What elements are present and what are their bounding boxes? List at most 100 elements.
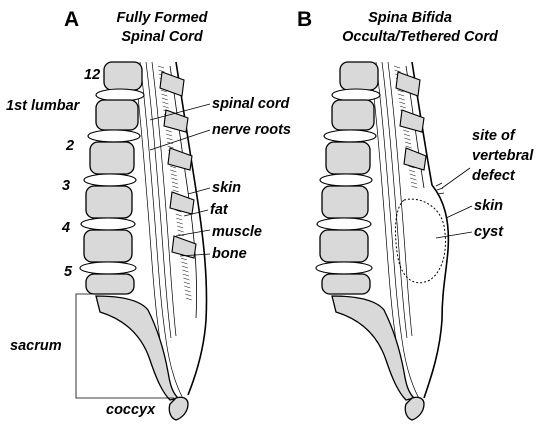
panel-a: A Fully Formed Spinal Cord (6, 8, 291, 421)
muscle-hatch-line (408, 165, 415, 169)
muscle-hatch-line (172, 185, 179, 189)
muscle-hatch-line (161, 97, 168, 101)
muscle-hatch-line (180, 257, 188, 261)
disc (79, 261, 137, 275)
muscle-hatch-line (393, 65, 401, 69)
disc (331, 88, 381, 102)
panel-b-spinous-processes (395, 71, 427, 171)
muscle-hatch-line (185, 297, 192, 301)
label-defect-line3: defect (472, 168, 516, 184)
panel-b-title-line2: Occulta/Tethered Cord (342, 29, 499, 45)
muscle-hatch-line (161, 93, 168, 97)
label-skin: skin (212, 180, 241, 196)
muscle-hatch-line (410, 177, 417, 181)
label-skin-b: skin (474, 198, 503, 214)
disc (83, 173, 137, 187)
label-vertebra-12: 12 (84, 67, 100, 83)
leader-cyst (435, 231, 473, 239)
panel-b: B Spina Bifida Occulta/Tethered Cord (297, 8, 534, 421)
muscle-hatch-line (404, 137, 411, 141)
panel-b-letter: B (297, 8, 312, 31)
muscle-hatch-line (177, 229, 184, 233)
vertebra-l1 (95, 99, 139, 131)
panel-b-title-line1: Spina Bifida (368, 10, 452, 26)
muscle-hatch-line (158, 69, 165, 73)
muscle-hatch-line (171, 181, 178, 185)
disc (323, 129, 377, 143)
label-first-lumbar: 1st lumbar (6, 98, 81, 114)
muscle-hatch-line (182, 273, 189, 277)
panel-a-spinous-processes (159, 71, 197, 259)
muscle-hatch-line (184, 289, 191, 293)
disc (80, 217, 136, 231)
label-vertebra-4: 4 (61, 220, 70, 236)
panel-a-fat-layer (169, 65, 197, 319)
muscle-hatch-line (398, 97, 405, 101)
muscle-hatch-line (166, 137, 173, 141)
label-nerve-roots: nerve roots (212, 122, 291, 138)
muscle-hatch-line (405, 145, 412, 149)
label-muscle: muscle (212, 224, 262, 240)
muscle-hatch-line (157, 65, 165, 69)
muscle-hatch-line (165, 129, 172, 133)
hair-tuft-icon (435, 182, 445, 195)
vertebra (321, 273, 371, 295)
muscle-hatch-line (399, 101, 406, 105)
label-vertebra-5: 5 (64, 264, 73, 280)
panel-a-title-line1: Fully Formed (116, 10, 208, 26)
muscle-hatch-line (410, 181, 417, 185)
muscle-hatch-line (181, 265, 189, 269)
leader-defect (441, 167, 471, 189)
vertebra (331, 99, 375, 131)
coccyx-bone (168, 396, 189, 421)
muscle-hatch-line (397, 89, 404, 93)
panel-a-spinal-cord (139, 61, 185, 401)
muscle-hatch-line (411, 185, 418, 189)
panel-b-cyst (395, 198, 446, 284)
panel-b-vertebral-column (315, 61, 425, 421)
panel-a-title-line2: Spinal Cord (121, 29, 204, 45)
vertebra-t12 (103, 61, 143, 91)
panel-b-coccyx-bone (404, 396, 425, 421)
muscle-hatch-line (409, 173, 416, 177)
vertebra-l3 (85, 185, 133, 219)
muscle-hatch-line (177, 225, 184, 229)
leader-nerve-roots (149, 129, 211, 151)
vertebra-l4 (83, 229, 133, 263)
label-fat: fat (210, 202, 229, 218)
muscle-hatch-line (176, 221, 183, 225)
muscle-hatch-line (162, 105, 169, 109)
muscle-hatch-line (166, 133, 173, 137)
disc (319, 173, 373, 187)
panel-b-spinal-cord (375, 61, 421, 401)
muscle-hatch-line (175, 213, 182, 217)
muscle-hatch-line (397, 93, 405, 97)
panel-a-letter: A (64, 8, 79, 31)
muscle-hatch-line (404, 141, 412, 145)
panel-a-vertebral-column (79, 61, 189, 421)
label-vertebra-3: 3 (62, 178, 70, 194)
leader-spinal-cord (149, 103, 211, 121)
muscle-hatch-line (183, 281, 190, 285)
muscle-hatch-line (184, 285, 191, 289)
disc (315, 261, 373, 275)
muscle-hatch-line (185, 293, 192, 297)
muscle-hatch-line (170, 169, 177, 173)
disc (87, 129, 141, 143)
muscle-hatch-line (172, 189, 179, 193)
muscle-hatch-line (170, 173, 178, 177)
disc (95, 88, 145, 102)
label-defect-line1: site of (472, 128, 517, 144)
vertebra (319, 229, 369, 263)
leader-skin-b (445, 205, 473, 219)
muscle-hatch-line (171, 177, 178, 181)
label-sacrum: sacrum (10, 338, 62, 354)
leader-muscle (175, 229, 211, 237)
vertebra (321, 185, 369, 219)
leader-skin (187, 187, 211, 195)
muscle-hatch-line (183, 277, 190, 281)
muscle-hatch-line (176, 217, 183, 221)
vertebra-l5 (85, 273, 135, 295)
vertebra (339, 61, 379, 91)
